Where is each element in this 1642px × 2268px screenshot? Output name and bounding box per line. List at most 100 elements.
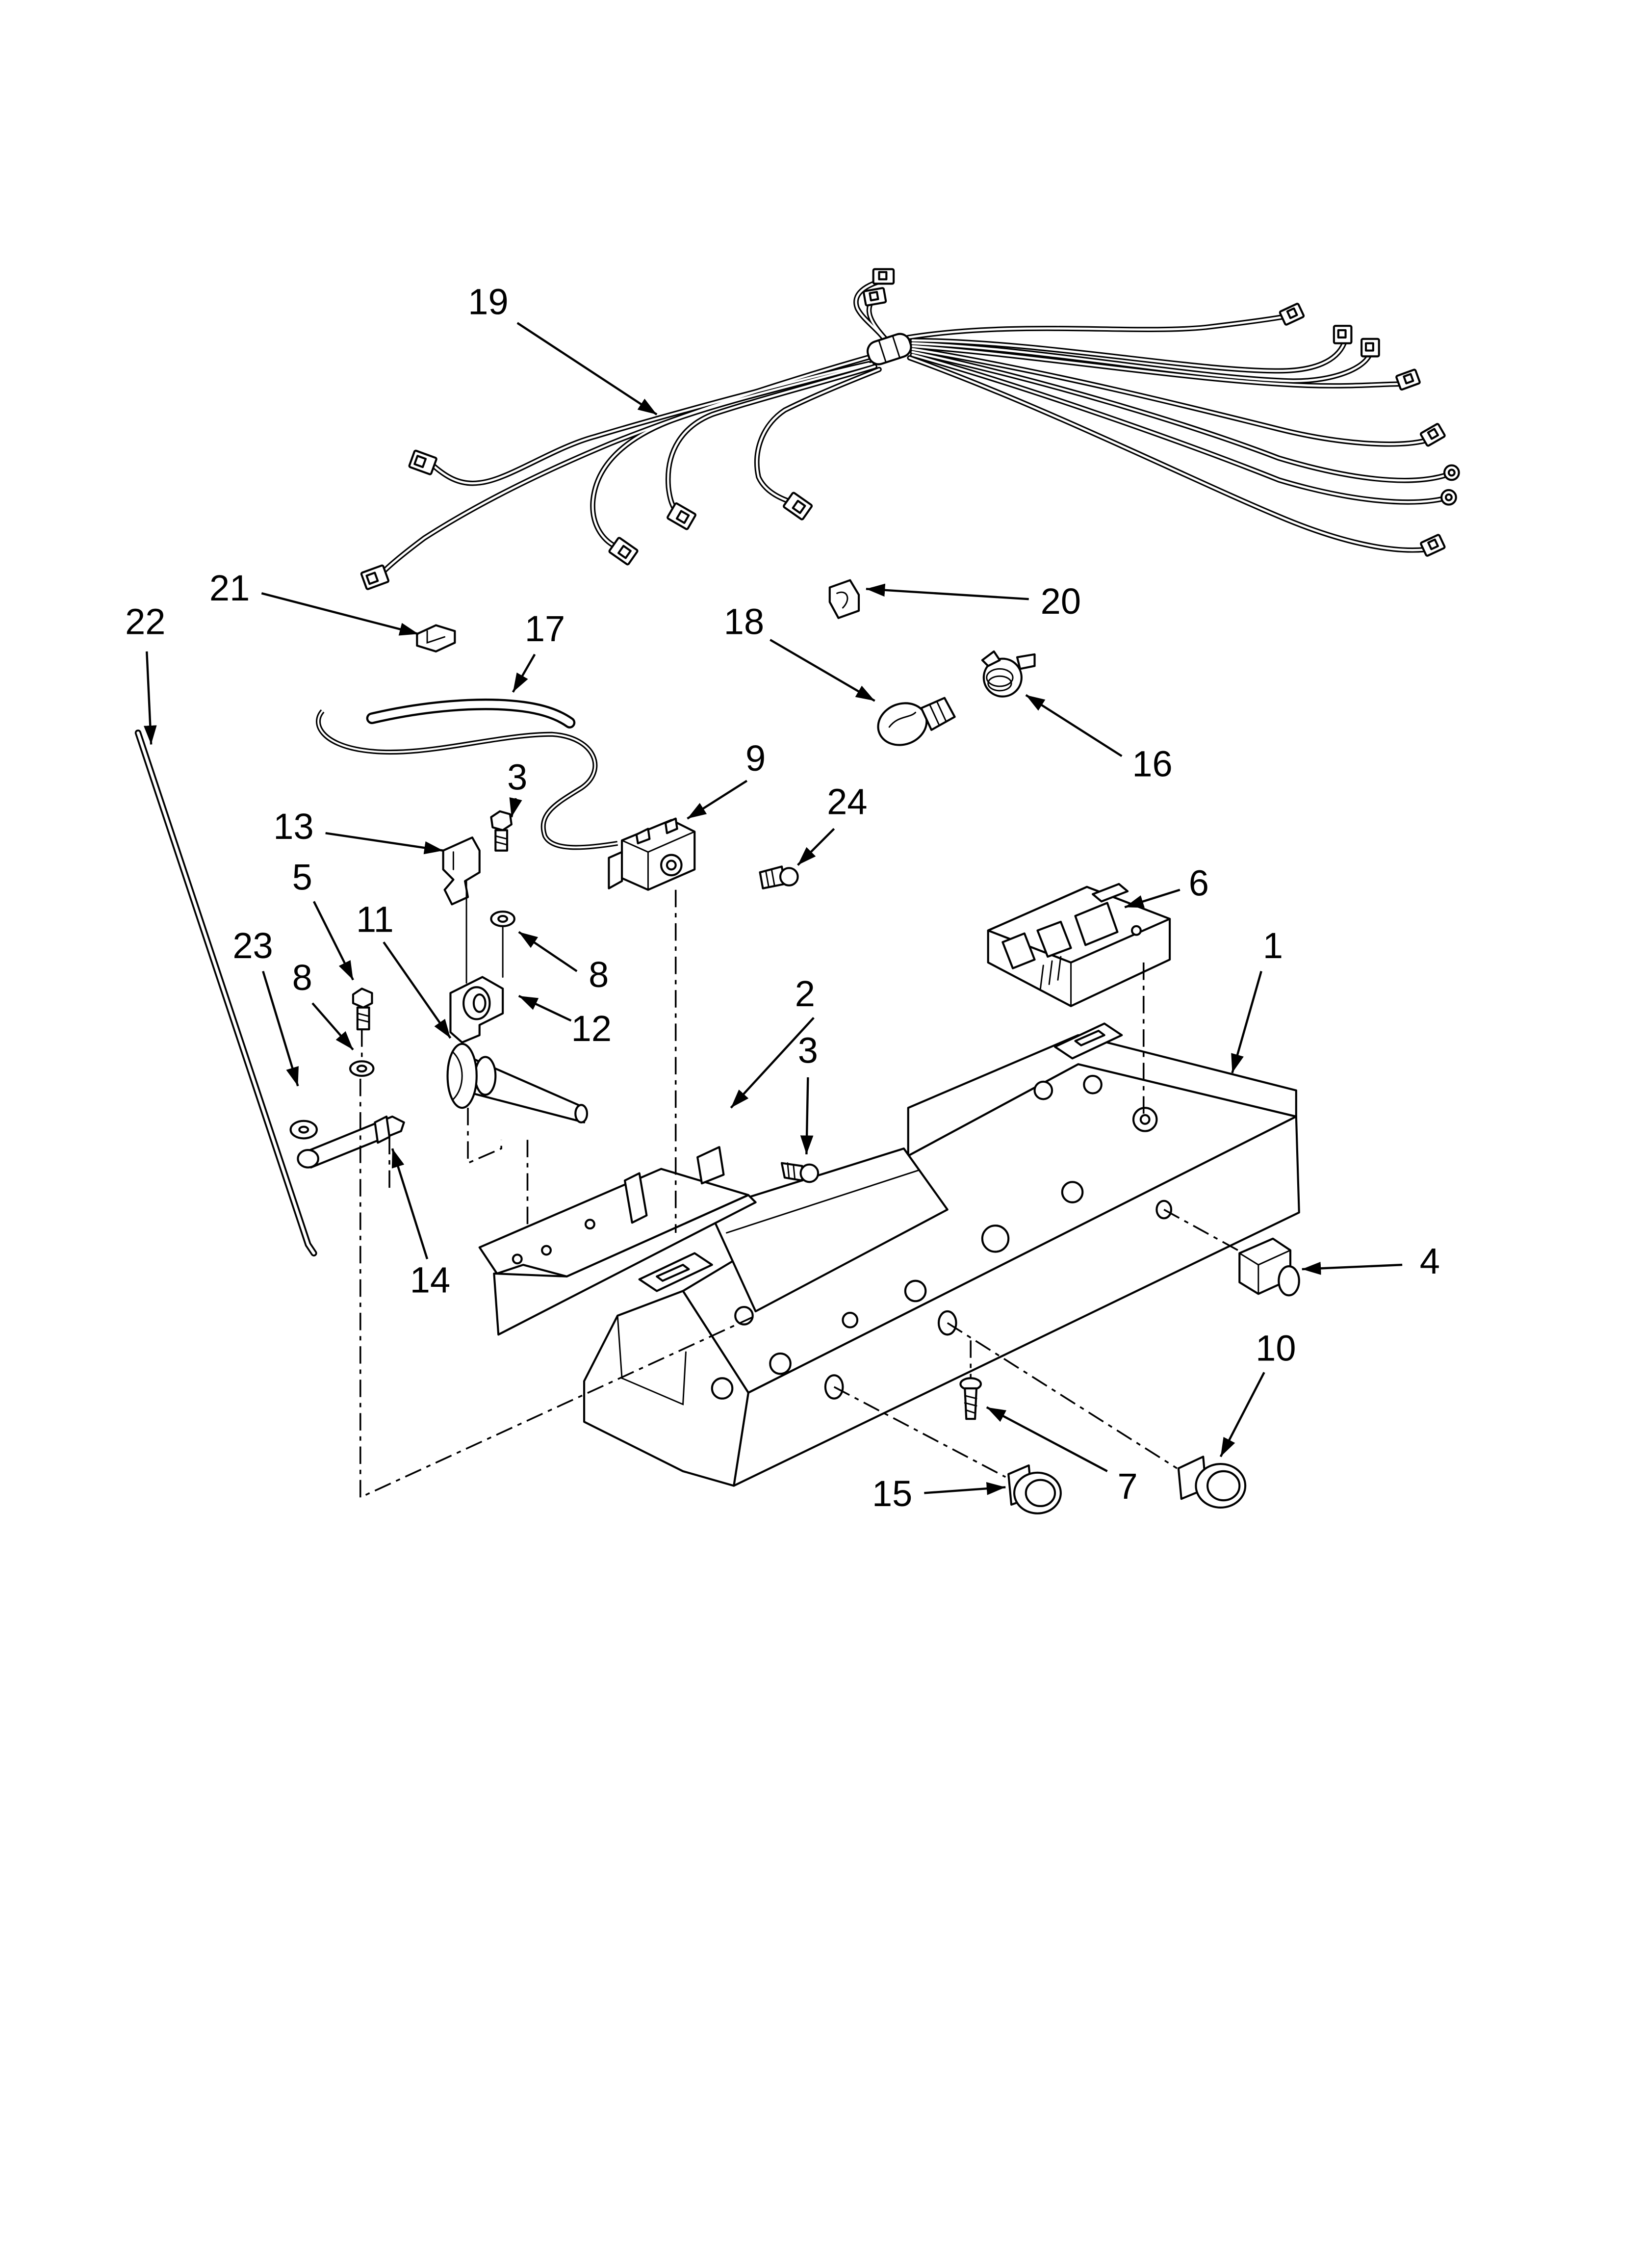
housing-duct bbox=[708, 1147, 949, 1313]
control-terminal bbox=[664, 817, 678, 834]
callout-10: 10 bbox=[1256, 1328, 1296, 1369]
assembly-guides bbox=[359, 889, 1239, 1499]
socket-tab bbox=[1016, 653, 1036, 670]
clip-part-21 bbox=[416, 624, 456, 652]
callout-2: 2 bbox=[795, 973, 815, 1014]
leader-line-6 bbox=[1124, 888, 1180, 909]
screw-thread bbox=[770, 868, 775, 886]
button-part-10 bbox=[1177, 1456, 1247, 1509]
harness-connector bbox=[863, 287, 887, 307]
callout-7: 7 bbox=[1118, 1466, 1138, 1507]
harness-connector bbox=[872, 268, 895, 285]
board-relay bbox=[1036, 920, 1072, 958]
leader-line-17 bbox=[512, 653, 536, 693]
board-heatsink bbox=[1057, 956, 1062, 981]
leader-line-18 bbox=[770, 639, 875, 702]
lever-part-14 bbox=[297, 1115, 405, 1169]
screw-thread bbox=[357, 1013, 370, 1017]
connector-socket bbox=[878, 271, 888, 281]
callout-21: 21 bbox=[209, 568, 250, 608]
harness-terminal bbox=[1443, 464, 1460, 481]
screw-thread bbox=[357, 1018, 370, 1023]
bracket-lower-panel bbox=[493, 1194, 757, 1336]
leader-line-10 bbox=[1219, 1372, 1265, 1458]
board-relay bbox=[1074, 902, 1119, 946]
socket-part-16 bbox=[981, 650, 1036, 698]
callout-24: 24 bbox=[827, 782, 867, 822]
screw-head bbox=[799, 1163, 820, 1183]
housing-back-tab-slot bbox=[1074, 1030, 1105, 1046]
control-shaft-center bbox=[666, 860, 677, 871]
callout-1: 1 bbox=[1263, 925, 1283, 966]
screw-shank bbox=[356, 1006, 370, 1031]
connector-socket bbox=[792, 499, 806, 514]
callout-3-upper: 3 bbox=[507, 756, 527, 797]
housing-boss bbox=[904, 1279, 927, 1303]
connector-socket bbox=[1337, 329, 1347, 339]
leader-line-23 bbox=[262, 971, 299, 1087]
callout-8-left: 8 bbox=[292, 957, 312, 998]
harness-connector bbox=[608, 537, 639, 566]
sleeve-band bbox=[878, 339, 887, 364]
clip-body bbox=[828, 579, 860, 619]
leader-line-3-lower bbox=[800, 1077, 814, 1155]
harness-connector bbox=[1360, 338, 1380, 358]
board-relay bbox=[1001, 932, 1036, 969]
socket-coil bbox=[987, 675, 1012, 692]
harness-connector bbox=[783, 492, 813, 521]
screw-thread bbox=[965, 1409, 976, 1414]
washer-hole bbox=[356, 1065, 367, 1073]
screw-head bbox=[490, 810, 513, 832]
leader-line-11 bbox=[383, 941, 452, 1039]
screw-thread bbox=[494, 835, 508, 840]
screw-thread bbox=[793, 1164, 796, 1180]
bulb-part-18 bbox=[877, 697, 956, 746]
lever-clip bbox=[374, 1115, 391, 1144]
callout-19: 19 bbox=[468, 281, 508, 322]
board-component bbox=[1130, 925, 1142, 936]
connector-socket bbox=[1427, 428, 1439, 440]
leader-line-14 bbox=[391, 1148, 429, 1259]
board-heatsink bbox=[1048, 960, 1053, 985]
callout-6: 6 bbox=[1189, 863, 1209, 904]
connector-socket bbox=[413, 455, 427, 469]
callout-9: 9 bbox=[745, 738, 766, 779]
housing-boss bbox=[842, 1311, 859, 1329]
button-part-15 bbox=[1007, 1464, 1062, 1514]
button-face bbox=[1025, 1479, 1056, 1508]
screw-head bbox=[779, 867, 799, 886]
bracket-hole bbox=[512, 1253, 523, 1265]
screw-part-3-upper bbox=[490, 810, 513, 852]
bracket-tab bbox=[696, 1146, 725, 1185]
callout-11: 11 bbox=[356, 899, 394, 940]
connector-socket bbox=[1286, 307, 1298, 319]
callout-14: 14 bbox=[410, 1259, 450, 1300]
leader-line-15 bbox=[924, 1482, 1006, 1495]
socket-tab bbox=[981, 650, 1001, 667]
bracket-tab bbox=[623, 1172, 648, 1224]
clip-part-20 bbox=[828, 579, 860, 619]
wire-harness bbox=[360, 268, 1460, 590]
clip-detail bbox=[426, 630, 446, 644]
sleeve-band bbox=[892, 335, 901, 359]
leader-line-8-right bbox=[518, 931, 578, 972]
callout-20: 20 bbox=[1041, 581, 1081, 622]
leader-line-24 bbox=[797, 828, 835, 866]
leader-line-2 bbox=[730, 1017, 815, 1109]
screw-head bbox=[352, 988, 373, 1009]
leader-line-9 bbox=[687, 780, 748, 820]
socket-body bbox=[982, 657, 1023, 698]
leader-line-12 bbox=[518, 995, 572, 1022]
callout-13: 13 bbox=[273, 806, 313, 847]
harness-sleeve bbox=[866, 333, 912, 365]
screw-thread bbox=[964, 1402, 977, 1407]
connector-socket bbox=[869, 291, 879, 302]
callout-16: 16 bbox=[1132, 744, 1172, 784]
clip-detail bbox=[836, 591, 848, 609]
bulb-filament bbox=[888, 711, 917, 728]
terminal-hole bbox=[1444, 493, 1453, 501]
callout-18: 18 bbox=[724, 601, 764, 642]
housing-left-end bbox=[583, 1290, 749, 1487]
